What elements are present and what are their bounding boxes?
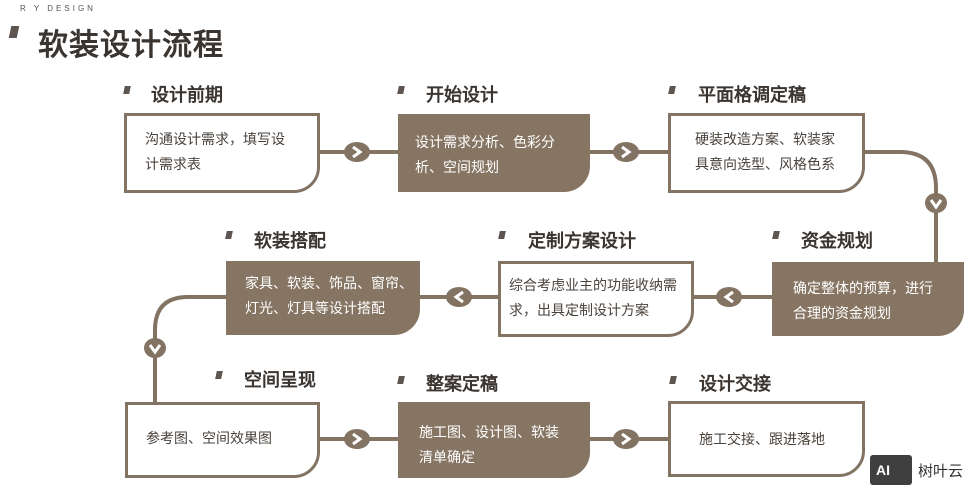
step-text-line: 参考图、空间效果图 [146, 431, 272, 447]
arrow-left-icon [446, 287, 472, 307]
step-box-design-handover: 施工交接、跟进落地 [668, 401, 865, 477]
step-text-line: 合理的资金规划 [793, 306, 891, 322]
connector-6-7 [153, 295, 228, 404]
step-title-budget-planning: 资金规划 [801, 231, 873, 252]
step-box-soft-furnishing-matching: 家具、软装、饰品、窗帘、 灯光、灯具等设计搭配 [226, 261, 420, 335]
step-title-layout-finalization: 平面格调定稿 [698, 85, 806, 106]
arrow-right-icon [344, 142, 370, 162]
step-text-line: 灯光、灯具等设计搭配 [245, 301, 385, 317]
arrow-right-icon [344, 429, 370, 449]
step-title-space-presentation: 空间呈现 [244, 370, 316, 391]
arrow-down-icon [925, 193, 947, 213]
step-text-line: 沟通设计需求，填写设 [145, 132, 285, 148]
step-text-line: 设计需求分析、色彩分 [415, 135, 555, 151]
step-text-line: 施工交接、跟进落地 [699, 432, 825, 448]
step-text-line: 确定整体的预算，进行 [793, 281, 933, 297]
step-title-design-preparation: 设计前期 [151, 85, 223, 106]
step-box-design-preparation: 沟通设计需求，填写设 计需求表 [124, 113, 320, 193]
step-box-final-plan: 施工图、设计图、软装 清单确定 [398, 402, 590, 478]
step-text-line: 硬装改造方案、软装家 [695, 132, 835, 148]
arrow-right-icon [613, 429, 639, 449]
connector-3-4 [863, 150, 938, 264]
step-text-line: 施工图、设计图、软装 [419, 425, 559, 441]
step-text-line: 具意向选型、风格色系 [695, 157, 835, 173]
step-box-custom-design: 综合考虑业主的功能收纳需 求，出具定制设计方案 [498, 261, 694, 337]
brand-text: R Y DESIGN [20, 4, 96, 13]
arrow-left-icon [716, 287, 742, 307]
page-title: 软装设计流程 [38, 28, 224, 63]
step-text-line: 家具、软装、饰品、窗帘、 [245, 276, 413, 292]
step-title-soft-furnishing-matching: 软装搭配 [254, 231, 326, 252]
arrow-down-icon [144, 338, 166, 358]
step-text-line: 计需求表 [145, 157, 201, 173]
step-box-budget-planning: 确定整体的预算，进行 合理的资金规划 [772, 262, 964, 336]
step-title-design-handover: 设计交接 [699, 374, 771, 395]
step-text-line: 综合考虑业主的功能收纳需 [509, 278, 677, 294]
arrow-right-icon [613, 142, 639, 162]
watermark-logo: AI [870, 455, 912, 485]
step-title-start-design: 开始设计 [426, 85, 498, 106]
watermark-name: 树叶云 [918, 462, 964, 480]
step-text-line: 求，出具定制设计方案 [509, 303, 649, 319]
step-title-custom-design: 定制方案设计 [528, 231, 636, 252]
step-text-line: 析、空间规划 [415, 160, 499, 176]
step-text-line: 清单确定 [419, 450, 475, 466]
step-box-space-presentation: 参考图、空间效果图 [125, 402, 320, 478]
step-title-final-plan: 整案定稿 [426, 374, 498, 395]
step-box-start-design: 设计需求分析、色彩分 析、空间规划 [398, 114, 590, 192]
step-box-layout-finalization: 硬装改造方案、软装家 具意向选型、风格色系 [668, 113, 865, 193]
